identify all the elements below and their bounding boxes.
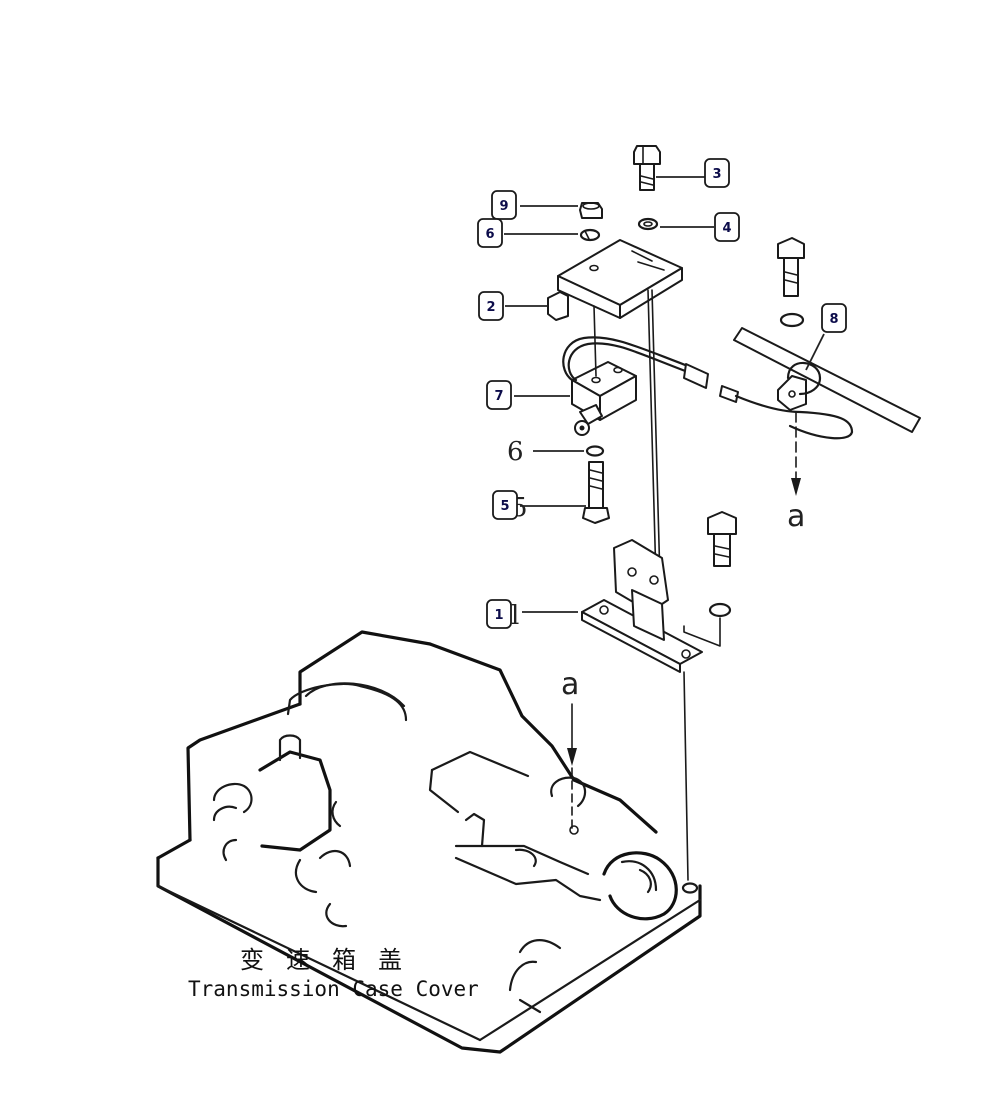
washer-4: [637, 217, 659, 231]
callout-label-7: 7: [494, 389, 503, 404]
caption-english: Transmission Case Cover: [188, 977, 479, 1001]
caption-chinese: 变速箱盖: [240, 946, 424, 974]
alignment-line: [683, 671, 689, 881]
callout-label-5: 5: [500, 499, 509, 514]
view-arrow-upper: a: [787, 411, 805, 534]
bolt-5: [582, 461, 610, 524]
part-number-6-lower: 6: [507, 437, 524, 467]
callout-label-1: 1: [494, 608, 503, 623]
callout-8: 8: [821, 303, 847, 333]
callout-5: 5: [492, 490, 518, 520]
callout-label-4: 4: [722, 221, 731, 236]
callout-9: 9: [491, 190, 517, 220]
switch-7: [571, 361, 637, 436]
switch-cable: [562, 336, 854, 440]
callout-3: 3: [704, 158, 730, 188]
view-label-a-upper: a: [787, 499, 805, 534]
part-number-1-stub: l: [511, 601, 519, 631]
callout-label-3: 3: [712, 167, 721, 182]
leader-lines: [504, 176, 825, 613]
view-label-a-lower: a: [561, 667, 579, 702]
washer-6-upper: [579, 228, 601, 242]
callout-label-8: 8: [829, 312, 838, 327]
nut-9: [579, 202, 603, 219]
bolt-clamp: [777, 237, 805, 328]
clamp-8: [777, 361, 822, 411]
bracket-1: [581, 539, 703, 673]
tube: [733, 327, 921, 433]
callout-2: 2: [478, 291, 504, 321]
bolt-side: [683, 511, 737, 647]
transmission-case-cover: [156, 630, 702, 1054]
callout-4: 4: [714, 212, 740, 242]
bracket-2: [547, 239, 683, 321]
long-rod: [593, 289, 661, 581]
callout-7: 7: [486, 380, 512, 410]
washer-6-lower: [585, 445, 605, 457]
callout-1: 1: [486, 599, 512, 629]
callout-label-6: 6: [485, 227, 494, 242]
callout-label-9: 9: [499, 199, 508, 214]
bolt-3: [633, 145, 661, 191]
view-arrow-lower: a: [561, 667, 579, 833]
callout-6: 6: [477, 218, 503, 248]
callout-label-2: 2: [486, 300, 495, 315]
